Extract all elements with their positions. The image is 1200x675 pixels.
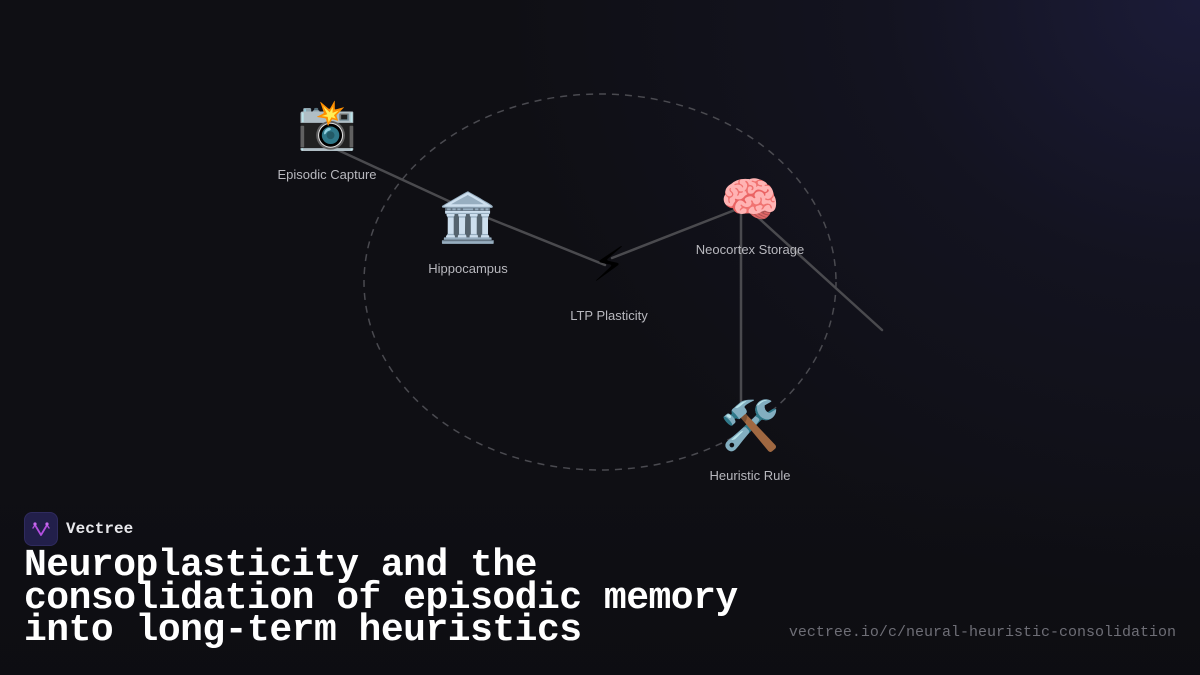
lightning-bolt-icon: ⚡ (592, 237, 626, 293)
page-title: Neuroplasticity and the consolidation of… (24, 544, 738, 652)
node-heuristic-rule[interactable]: 🛠️ (720, 398, 780, 454)
background-fade (0, 475, 1200, 675)
consolidation-boundary (363, 93, 837, 471)
node-label-hippocampus: Hippocampus (428, 261, 508, 276)
brain-icon: 🧠 (720, 172, 780, 228)
node-label-heuristic-rule: Heuristic Rule (709, 468, 791, 483)
node-ltp-plasticity[interactable]: ⚡ (592, 237, 626, 293)
edges (325, 143, 884, 412)
edge-ltp-to-neocortex (610, 206, 742, 260)
brand-name: Vectree (66, 520, 134, 538)
source-url[interactable]: vectree.io/c/neural-heuristic-consolidat… (788, 624, 1176, 641)
camera-with-flash-icon: 📸 (297, 97, 357, 153)
edge-episodic-to-hippocampus (325, 143, 470, 212)
node-neocortex-storage[interactable]: 🧠 (720, 172, 780, 228)
classical-building-icon: 🏛️ (438, 190, 498, 246)
brand: Vectree (24, 512, 133, 546)
hammer-and-wrench-icon: 🛠️ (720, 398, 780, 454)
node-hippocampus[interactable]: 🏛️ (438, 190, 498, 246)
edge-hippocampus-to-ltp (486, 216, 607, 267)
node-label-ltp-plasticity: LTP Plasticity (570, 308, 648, 323)
node-label-neocortex-storage: Neocortex Storage (695, 242, 805, 257)
vectree-logo-icon (24, 512, 58, 546)
node-label-episodic-capture: Episodic Capture (277, 167, 377, 182)
node-episodic-capture[interactable]: 📸 (297, 97, 357, 153)
edge-neocortex-outward (750, 210, 884, 332)
